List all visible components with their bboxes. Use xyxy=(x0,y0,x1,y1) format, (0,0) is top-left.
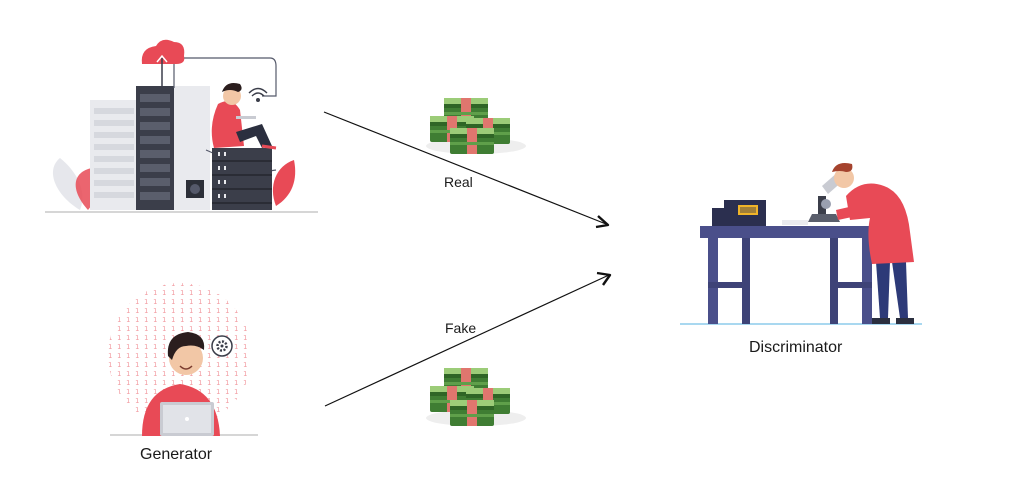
money-stack-icon xyxy=(426,98,526,154)
gear-icon xyxy=(211,335,233,357)
real-arrow xyxy=(323,111,610,229)
laptop-icon xyxy=(160,402,214,436)
lab-machine-icon xyxy=(712,200,766,226)
money-stack-icon xyxy=(426,368,526,426)
generator-illustration xyxy=(108,283,258,436)
cloud-upload-icon xyxy=(141,39,185,86)
fake-label: Fake xyxy=(445,320,477,336)
person-with-laptop xyxy=(211,83,277,150)
wifi-icon xyxy=(248,87,268,102)
generator-label: Generator xyxy=(140,446,213,463)
real-label: Real xyxy=(444,174,473,190)
scientist-figure xyxy=(832,163,914,324)
fake-arrow xyxy=(324,271,612,407)
data-server-illustration xyxy=(45,39,318,213)
leaf-right-decoration xyxy=(272,160,296,206)
discriminator-illustration xyxy=(680,163,922,325)
discriminator-label: Discriminator xyxy=(749,339,843,356)
